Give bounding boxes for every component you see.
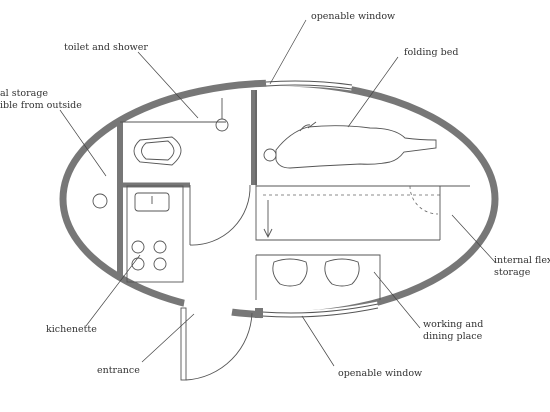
label-working-2: dining place	[423, 331, 483, 342]
toilet	[133, 136, 182, 166]
folding-bed-outline	[255, 90, 440, 241]
leader-kitchenette	[85, 254, 141, 327]
label-internal-storage-1: internal flexibl	[494, 255, 550, 266]
hob-4	[153, 257, 167, 271]
top-window	[265, 77, 353, 91]
sink	[134, 192, 170, 212]
chair-2	[324, 258, 360, 287]
leader-toilet	[137, 51, 199, 119]
top-window-glass	[265, 80, 353, 90]
bathroom-door-arc	[189, 184, 251, 246]
label-entrance: entrance	[97, 365, 140, 376]
entrance-door	[180, 307, 187, 381]
hob-3	[131, 257, 145, 271]
bottom-window	[261, 301, 379, 320]
label-working-1: working and	[423, 319, 483, 330]
leader-internal-storage	[451, 214, 496, 263]
hob-1	[131, 240, 145, 254]
leader-window-top	[269, 19, 307, 85]
pod-shell	[59, 79, 499, 319]
label-external-storage-2: ible from outside	[0, 100, 82, 111]
door-swing-arc	[185, 312, 253, 381]
label-folding-bed: folding bed	[404, 47, 458, 58]
label-internal-storage-2: storage	[494, 267, 531, 278]
hob-2	[153, 240, 167, 254]
storage-knob	[92, 193, 108, 209]
kitchenette-counter	[126, 185, 184, 283]
bottom-window-glass	[261, 303, 379, 318]
label-kitchenette: kichenette	[46, 324, 97, 335]
door-gap	[183, 299, 233, 317]
leader-folding-bed	[347, 56, 399, 128]
leader-external-storage	[59, 109, 107, 177]
leader-window-bottom	[301, 315, 335, 367]
dining-table	[256, 254, 381, 300]
toilet-seat	[141, 140, 175, 161]
label-openable-window-top: openable window	[311, 11, 395, 22]
bottom-wall-post	[255, 308, 263, 318]
bed-fold-arrowhead	[263, 228, 273, 239]
bed-fold-arc	[409, 185, 439, 215]
leader-working	[373, 271, 421, 329]
sleeping-figure	[263, 121, 437, 169]
label-openable-window-bottom: openable window	[338, 368, 422, 379]
shower-drain	[215, 118, 229, 132]
chair-1	[272, 258, 308, 287]
leader-entrance	[141, 313, 195, 363]
label-external-storage-1: al storage	[0, 88, 48, 99]
label-toilet-and-shower: toilet and shower	[64, 42, 148, 53]
